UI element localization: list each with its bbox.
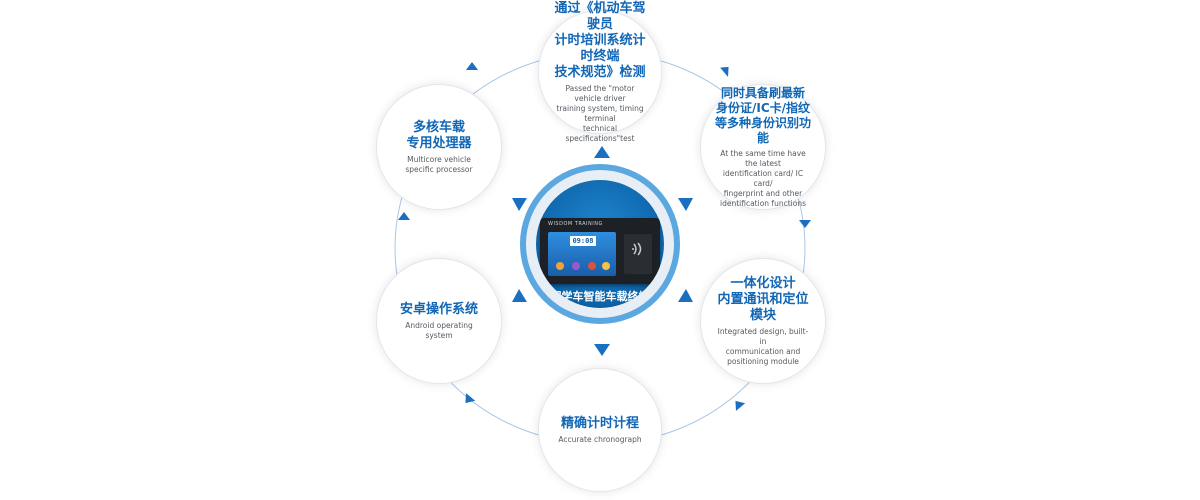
feature-subtitle: Accurate chronograph	[558, 434, 642, 444]
feature-title: 一体化设计 内置通讯和定位模块	[717, 275, 809, 323]
feature-title: 精确计时计程	[560, 415, 639, 431]
core-arrow-up-icon	[594, 146, 610, 158]
feature-title: 同时具备刷最新 身份证/IC卡/指纹 等多种身份识别功能	[715, 85, 812, 145]
device-brand: WISDOM TRAINING	[548, 221, 603, 227]
core-circle: WISDOM TRAINING 09:08 同学车智能车载终端	[520, 164, 680, 324]
feature-integrated-design: 一体化设计 内置通讯和定位模块 Integrated design, built…	[700, 258, 826, 384]
feature-android-os: 安卓操作系统 Android operating system	[376, 258, 502, 384]
feature-subtitle: Android operating system	[405, 320, 473, 340]
ring-arrow-icon	[398, 212, 410, 220]
app-icon	[572, 262, 580, 270]
feature-subtitle: Multicore vehicle specific processor	[405, 154, 473, 174]
feature-title: 多核车载 专用处理器	[406, 119, 472, 151]
app-icon	[602, 262, 610, 270]
ring-arrow-icon	[465, 393, 476, 404]
feature-certification: 通过《机动车驾驶员 计时培训系统计时终端 技术规范》检测 Passed the …	[538, 1, 662, 143]
ring-arrow-icon	[720, 66, 729, 77]
device-screen: 09:08	[548, 232, 616, 276]
ring-arrow-icon	[735, 400, 746, 411]
core-label: 同学车智能车载终端	[550, 290, 650, 303]
device-image: WISDOM TRAINING 09:08	[540, 218, 660, 284]
ring-arrow-icon	[466, 62, 478, 70]
app-icon	[588, 262, 596, 270]
feature-title: 通过《机动车驾驶员 计时培训系统计时终端 技术规范》检测	[554, 0, 646, 80]
core-arrow-ul-icon	[512, 198, 527, 211]
core-arrow-ur-icon	[678, 198, 693, 211]
feature-multicore-processor: 多核车载 专用处理器 Multicore vehicle specific pr…	[376, 84, 502, 210]
feature-subtitle: Integrated design, built-in communicatio…	[717, 326, 809, 366]
feature-chronograph: 精确计时计程 Accurate chronograph	[538, 368, 662, 492]
feature-subtitle: At the same time have the latest identif…	[720, 148, 806, 208]
core-inner: WISDOM TRAINING 09:08 同学车智能车载终端	[536, 180, 664, 308]
feature-subtitle: Passed the "motor vehicle driver trainin…	[556, 83, 644, 143]
feature-title: 安卓操作系统	[399, 301, 478, 317]
core-arrow-down-icon	[594, 344, 610, 356]
feature-identification: 同时具备刷最新 身份证/IC卡/指纹 等多种身份识别功能 At the same…	[700, 84, 826, 210]
app-icon	[556, 262, 564, 270]
core-arrow-ll-icon	[512, 289, 527, 302]
nfc-icon	[624, 234, 652, 274]
device-clock: 09:08	[570, 236, 596, 246]
core-arrow-lr-icon	[678, 289, 693, 302]
ring-arrow-icon	[799, 220, 811, 228]
